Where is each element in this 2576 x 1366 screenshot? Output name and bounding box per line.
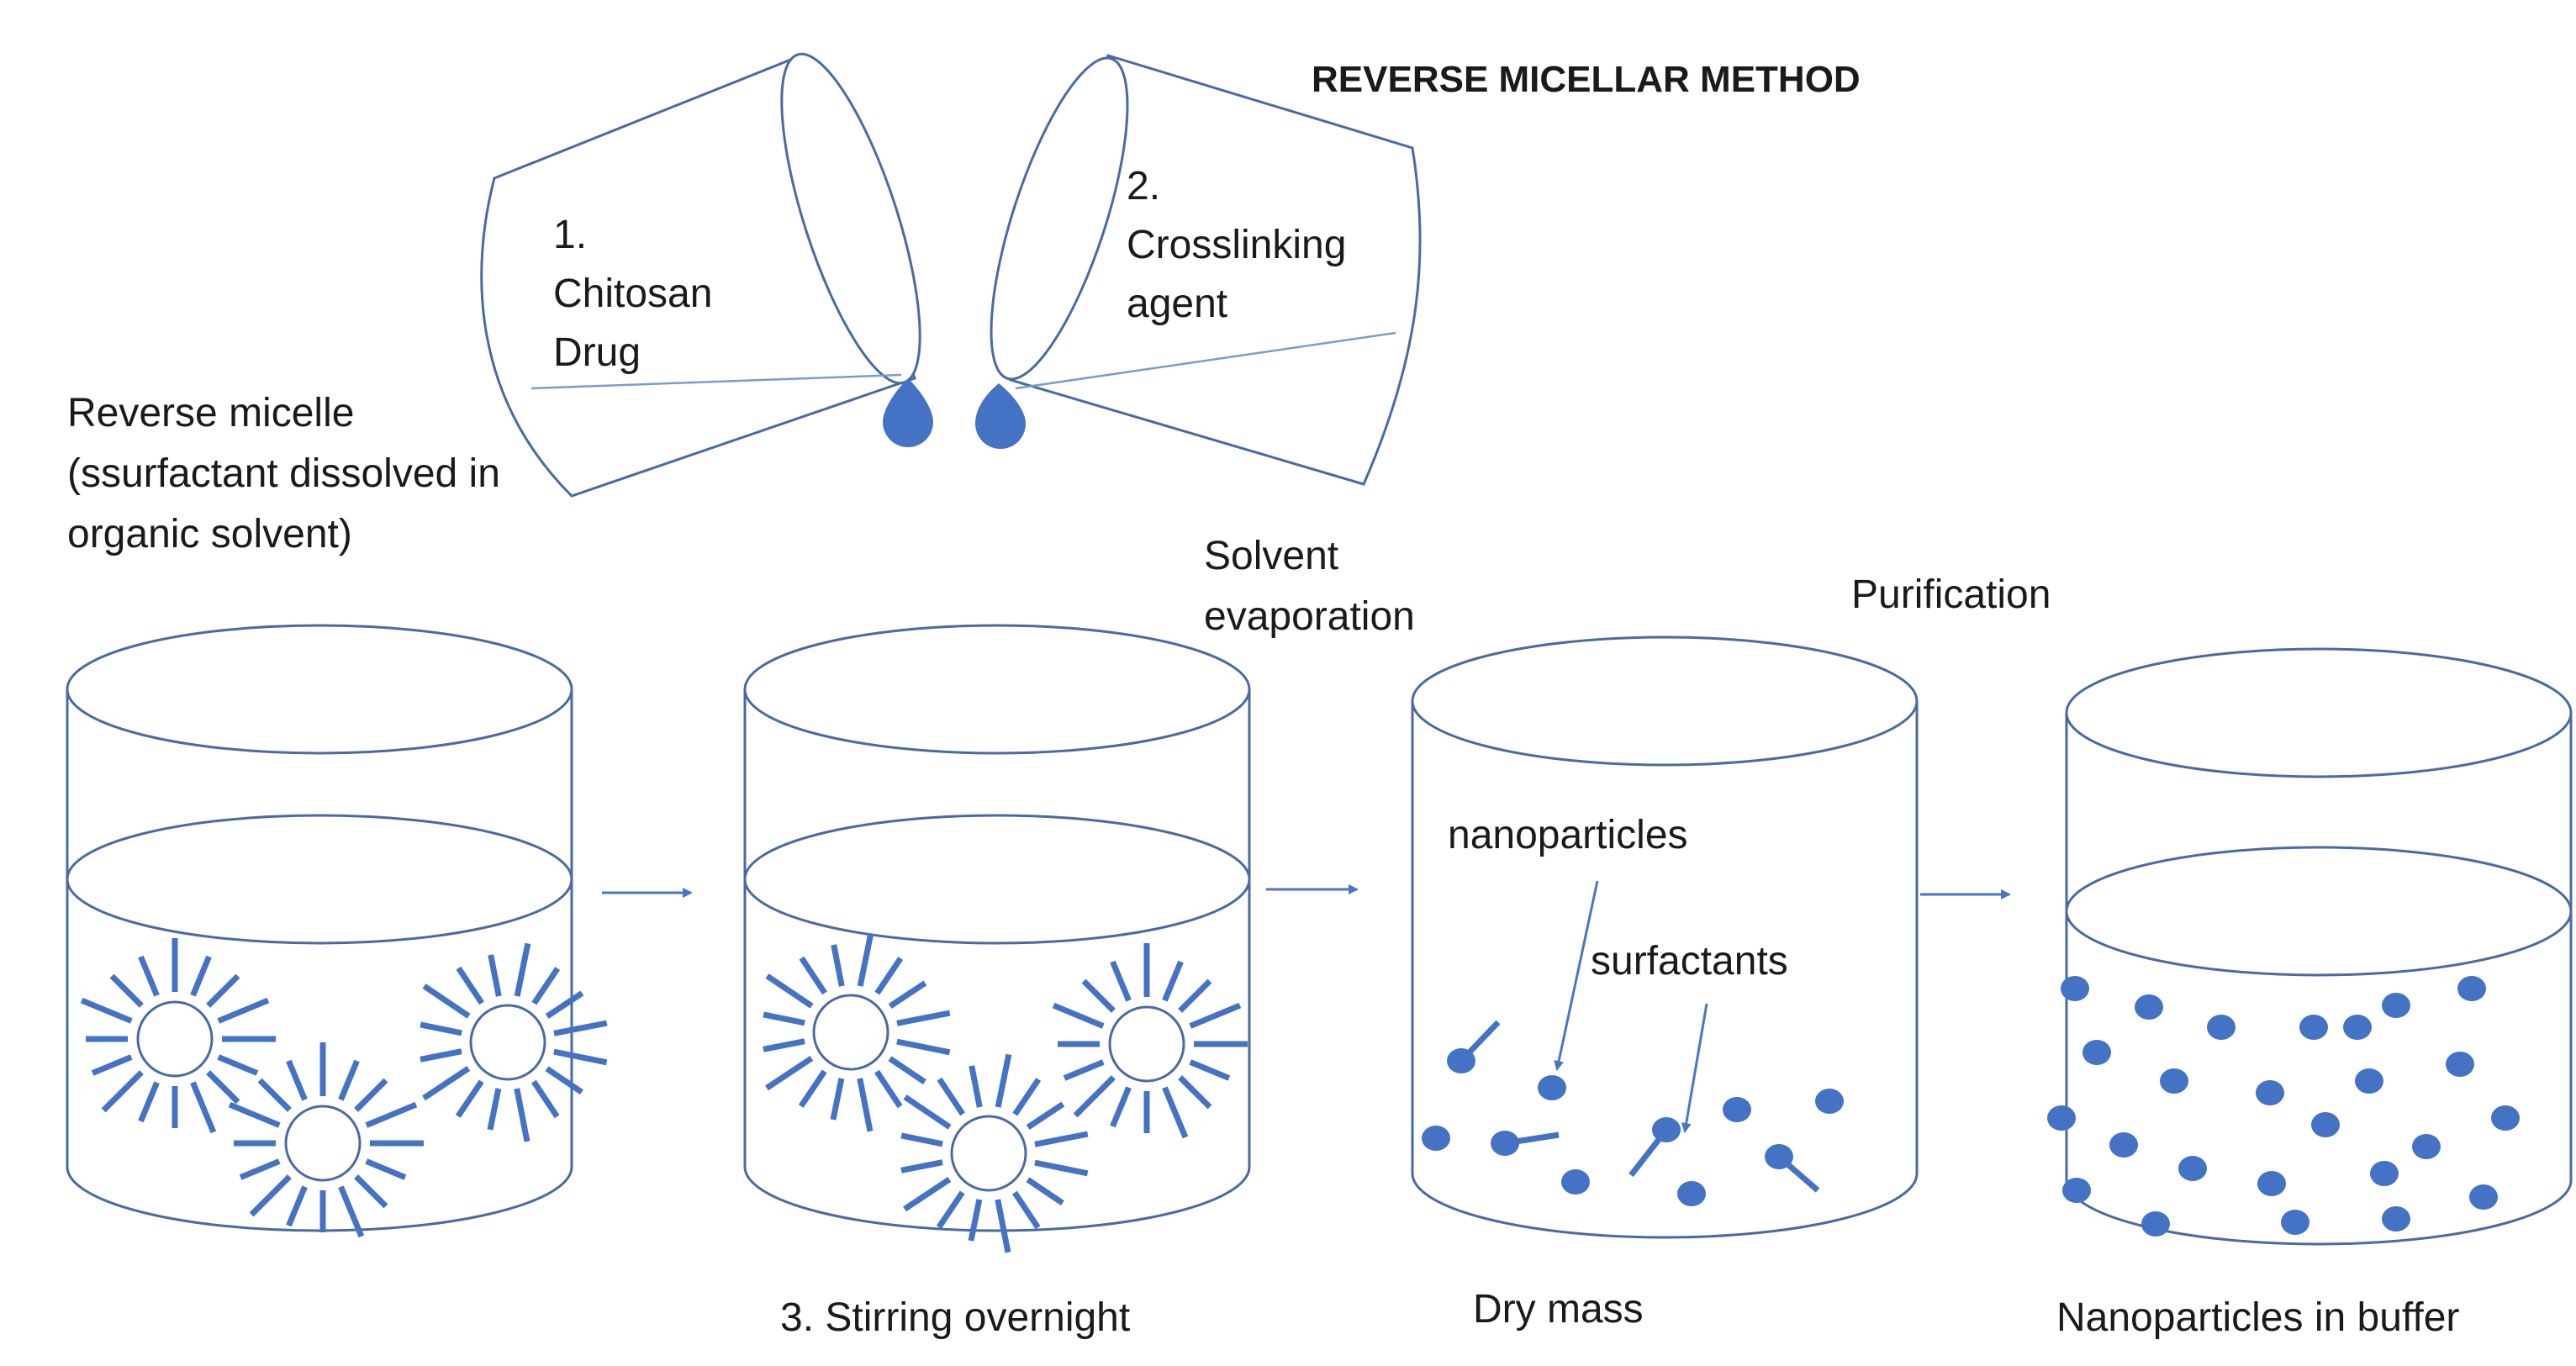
buffer-nanoparticle [2370,1161,2399,1186]
solvent-evaporation-label-1: Solvent [1204,534,1339,578]
beaker-nanoparticles-buffer [2065,647,2573,1246]
reverse-micelle-description-1: (ssurfactant dissolved in [67,451,500,496]
droplet-crosslinker [975,383,1026,449]
cup2-label-crosslinking: Crosslinking [1127,223,1347,267]
micelle [80,938,276,1134]
buffer-nanoparticle [2082,1040,2111,1065]
stirring-label: 3. Stirring overnight [780,1295,1131,1340]
surfactant-tail [1628,1127,1669,1178]
buffer-nanoparticle [2061,976,2089,1001]
buffer-nanoparticle [2412,1134,2441,1159]
surfactants-pointer [1681,1003,1708,1133]
pouring-cup-crosslinker [990,54,1422,486]
nanoparticles-pointer [1554,880,1599,1071]
dry-nanoparticle [1723,1097,1751,1122]
micelle [900,1053,1089,1253]
buffer-nanoparticle [2135,994,2163,1020]
nanoparticles-in-buffer-label: Nanoparticles in buffer [2056,1295,2460,1340]
purification-label: Purification [1851,572,2051,617]
dry-nanoparticle [1561,1169,1590,1195]
dry-nanoparticle [1815,1089,1844,1114]
buffer-nanoparticle [2109,1132,2138,1158]
cup2-label-number: 2. [1127,164,1161,208]
cup1-label-chitosan: Chitosan [553,272,713,316]
buffer-nanoparticle [2047,1105,2076,1131]
buffer-nanoparticle [2343,1015,2372,1040]
beaker-stirring [743,624,1251,1232]
dry-nanoparticle [1677,1181,1706,1206]
buffer-nanoparticle [2457,976,2486,1001]
droplet-chitosan [883,378,933,447]
buffer-nanoparticle [2382,993,2410,1018]
buffer-nanoparticle [2491,1105,2520,1131]
buffer-nanoparticle [2178,1156,2207,1181]
buffer-nanoparticle [2207,1015,2236,1040]
dry-nanoparticle [1538,1075,1566,1100]
surfactant-tail [1776,1154,1820,1193]
buffer-nanoparticle [2062,1178,2091,1203]
buffer-nanoparticle [2382,1206,2410,1232]
reverse-micelle-description-2: organic solvent) [67,512,352,556]
cup2-label-agent: agent [1127,282,1228,326]
buffer-nanoparticle [2311,1112,2340,1137]
diagram-title: REVERSE MICELLAR METHOD [1312,59,1861,100]
buffer-nanoparticle [2469,1184,2498,1210]
cup1-label-number: 1. [553,213,588,257]
dry-mass-label: Dry mass [1473,1287,1644,1332]
dry-nanoparticle [1422,1126,1450,1151]
micelle [1052,943,1248,1139]
micelle [763,932,951,1132]
nanoparticles-annotation: nanoparticles [1448,813,1688,857]
buffer-nanoparticle [2299,1015,2328,1040]
cup1-label-drug: Drug [553,330,641,375]
surfactants-annotation: surfactants [1591,939,1788,984]
beaker-reverse-micelle [66,624,573,1232]
micelle [420,942,608,1142]
solvent-evaporation-label-2: evaporation [1204,594,1415,639]
buffer-nanoparticle [2256,1080,2284,1105]
surfactant-tail [1504,1131,1560,1147]
buffer-nanoparticle [2446,1052,2474,1077]
buffer-nanoparticle [2160,1068,2188,1094]
buffer-nanoparticle [2355,1068,2383,1094]
buffer-nanoparticle [2281,1210,2309,1235]
buffer-nanoparticle [2257,1171,2286,1196]
reverse-micelle-label: Reverse micelle [67,391,355,435]
beaker-dry-mass [1411,636,1919,1239]
pouring-cup-chitosan [480,52,921,498]
micelle [228,1042,424,1238]
buffer-nanoparticle [2141,1211,2170,1237]
surfactant-tail [1459,1020,1501,1063]
